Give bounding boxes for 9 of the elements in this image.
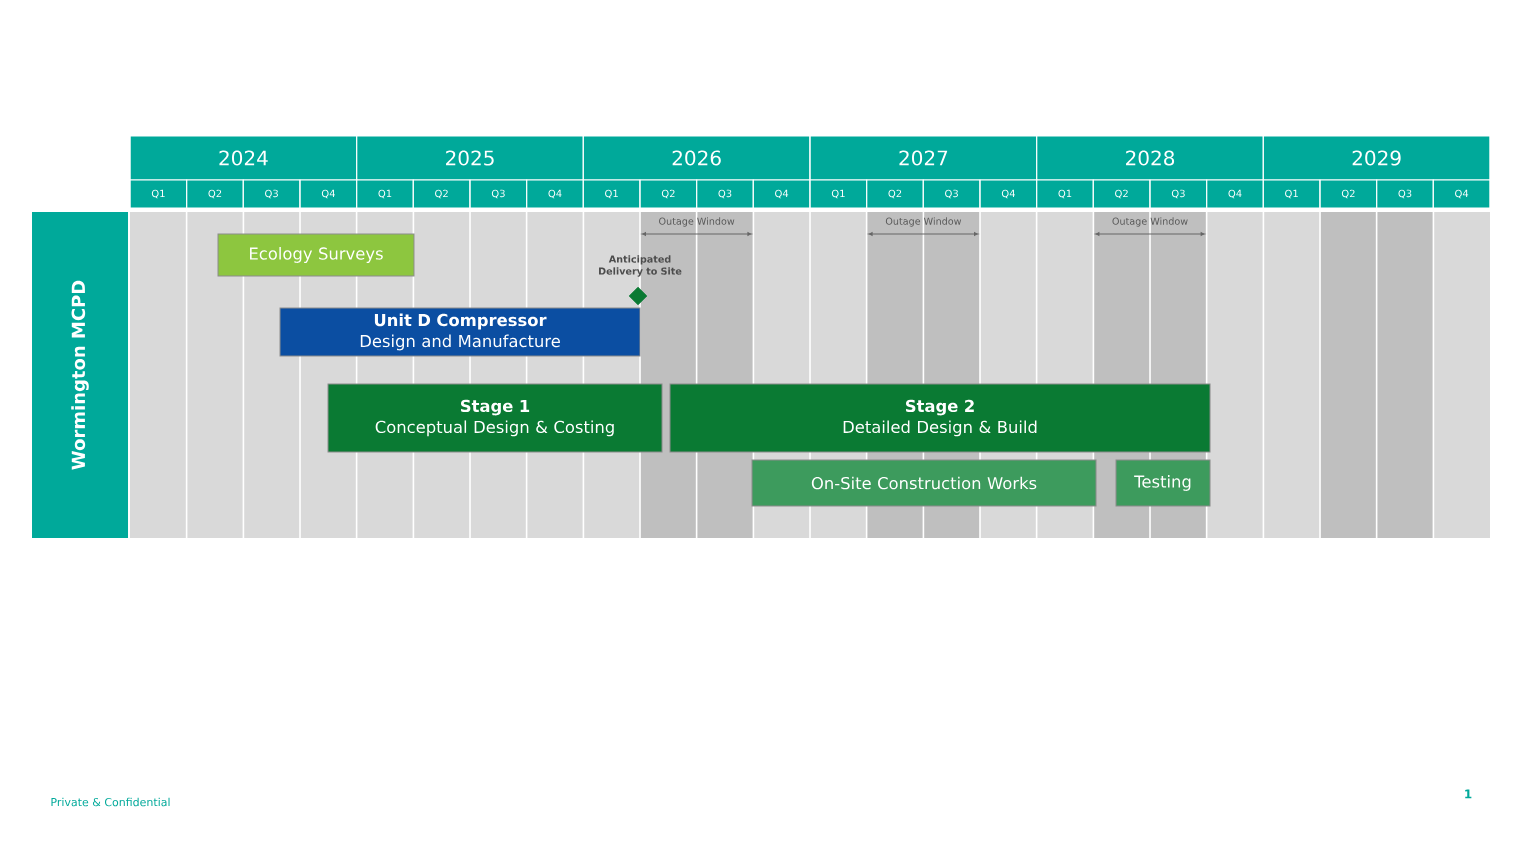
stage-bar: Stage 2 Detailed Design & Build: [669, 383, 1211, 453]
task-bar: Testing: [1115, 459, 1211, 507]
stage-bar: Stage 1 Conceptual Design & Costing: [327, 383, 663, 453]
task-bar: Unit D Compressor Design and Manufacture: [279, 307, 641, 357]
row-label: Wormington MCPD: [71, 280, 89, 470]
row-label-band: [32, 212, 128, 538]
task-bar: Ecology Surveys: [217, 233, 415, 277]
task-bar: On-Site Construction Works: [751, 459, 1097, 507]
milestone-diamond: [628, 286, 648, 306]
